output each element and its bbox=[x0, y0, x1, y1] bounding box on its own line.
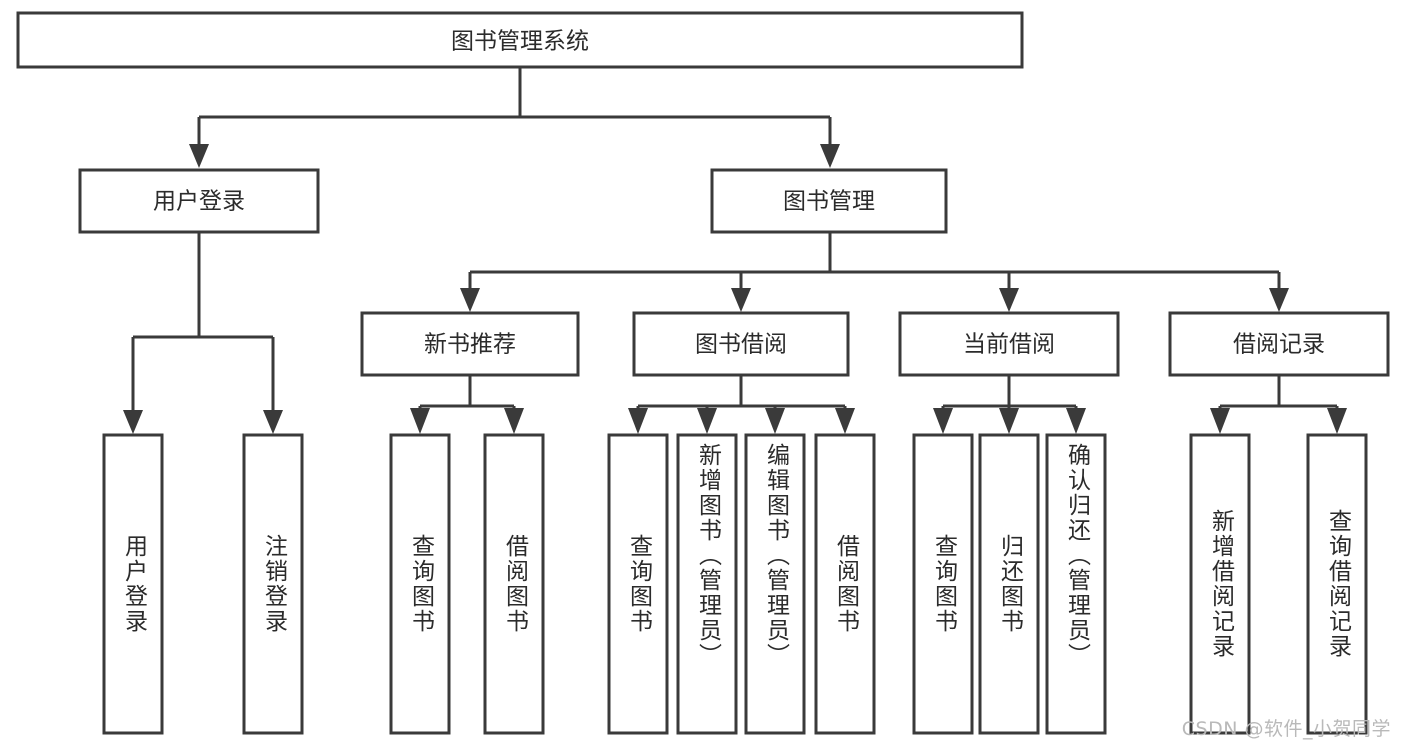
node-leaf-user-login[interactable] bbox=[102, 433, 164, 735]
node-root-label: 图书管理系统 bbox=[451, 29, 589, 55]
arrow-user-login-to-leaf2 bbox=[263, 410, 283, 434]
arrow-book-manage-to-new-book bbox=[460, 288, 480, 312]
arrow-root-to-book-manage bbox=[820, 144, 840, 168]
connector-layer bbox=[123, 67, 1347, 434]
node-borrow-record-label: 借阅记录 bbox=[1233, 332, 1325, 358]
node-leaf-confirm-return-admin[interactable] bbox=[1045, 433, 1107, 735]
arrow-record-to-leaf1 bbox=[1210, 408, 1230, 434]
watermark-text: CSDN @软件_小贺同学 bbox=[1181, 718, 1391, 740]
arrow-borrow-to-leaf2 bbox=[697, 408, 717, 434]
node-leaf-edit-book-admin[interactable] bbox=[744, 433, 806, 735]
node-leaf-logout[interactable] bbox=[242, 433, 304, 735]
node-book-borrow[interactable] bbox=[632, 311, 850, 377]
node-leaf-borrow-book[interactable] bbox=[814, 433, 876, 735]
node-current-borrow[interactable] bbox=[898, 311, 1120, 377]
arrow-current-to-leaf3 bbox=[1066, 408, 1086, 434]
node-user-login[interactable] bbox=[78, 168, 320, 234]
node-leaf-add-borrow-record[interactable] bbox=[1189, 433, 1251, 735]
node-leaf-borrow-book-recommend[interactable] bbox=[483, 433, 545, 735]
arrow-book-manage-to-current bbox=[999, 288, 1019, 312]
node-leaf-query-book-current[interactable] bbox=[912, 433, 974, 735]
arrow-book-manage-to-borrow bbox=[731, 288, 751, 312]
node-root[interactable] bbox=[16, 11, 1024, 69]
node-new-book-recommend[interactable] bbox=[360, 311, 580, 377]
arrow-root-to-user-login bbox=[189, 144, 209, 168]
node-leaf-query-book-borrow[interactable] bbox=[607, 433, 669, 735]
node-book-manage-label: 图书管理 bbox=[783, 189, 875, 215]
node-leaf-add-book-admin[interactable] bbox=[676, 433, 738, 735]
node-leaf-query-book-recommend[interactable] bbox=[389, 433, 451, 735]
node-new-book-recommend-label: 新书推荐 bbox=[424, 332, 516, 358]
arrow-borrow-to-leaf1 bbox=[628, 408, 648, 434]
arrow-current-to-leaf2 bbox=[999, 408, 1019, 434]
arrow-borrow-to-leaf3 bbox=[765, 408, 785, 434]
node-layer: 图书管理系统 用户登录 图书管理 新书推荐 图书借阅 当前借阅 借阅记录 bbox=[16, 11, 1390, 735]
node-current-borrow-label: 当前借阅 bbox=[963, 332, 1055, 358]
arrow-book-manage-to-record bbox=[1269, 288, 1289, 312]
arrow-current-to-leaf1 bbox=[933, 408, 953, 434]
node-leaf-query-borrow-record[interactable] bbox=[1306, 433, 1368, 735]
node-book-manage[interactable] bbox=[710, 168, 948, 234]
arrow-new-book-to-leaf1 bbox=[410, 408, 430, 434]
arrow-borrow-to-leaf4 bbox=[835, 408, 855, 434]
arrow-record-to-leaf2 bbox=[1327, 408, 1347, 434]
node-user-login-label: 用户登录 bbox=[153, 189, 245, 215]
node-leaf-return-book[interactable] bbox=[978, 433, 1040, 735]
node-borrow-record[interactable] bbox=[1168, 311, 1390, 377]
node-book-borrow-label: 图书借阅 bbox=[695, 332, 787, 358]
arrow-user-login-to-leaf1 bbox=[123, 410, 143, 434]
arrow-new-book-to-leaf2 bbox=[504, 408, 524, 434]
